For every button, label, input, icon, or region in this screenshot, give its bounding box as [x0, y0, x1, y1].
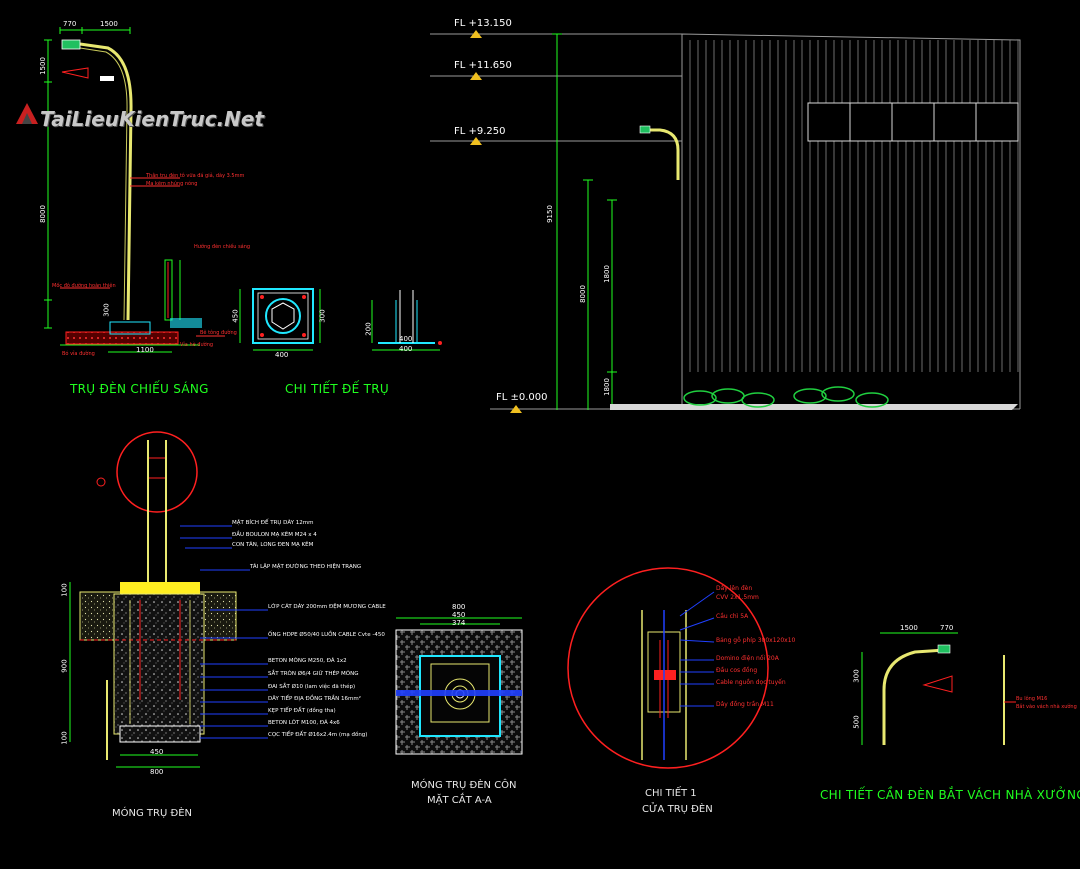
pole-dim-top-1: 770	[63, 20, 77, 28]
section-dim-1: 800	[452, 603, 466, 611]
detail1-note-4: Bảng gỗ phíp 300x120x10	[716, 637, 796, 644]
foundation-dim-3: 100	[60, 731, 69, 745]
title-base-detail: CHI TIẾT ĐẾ TRỤ	[285, 382, 389, 396]
wall-arm-detail	[861, 632, 1016, 745]
wall-arm-dim-3: 300	[852, 669, 861, 683]
title-pole: TRỤ ĐÈN CHIẾU SÁNG	[70, 382, 209, 396]
elev-dim-1: 9150	[545, 205, 554, 223]
foundation-note-8: SẮT TRÒN Ø6/4 GIỮ THÉP MÓNG	[268, 671, 359, 677]
wall-arm-dim-1: 1500	[900, 624, 918, 632]
pole-dim-top-2: 1500	[100, 20, 118, 28]
level-label-3: FL +9.250	[454, 126, 506, 137]
base-dim-4: 450	[231, 309, 240, 323]
foundation-dim-1: 100	[60, 583, 69, 597]
title-section-1: MÓNG TRỤ ĐÈN CÔN	[411, 780, 517, 791]
window-panel	[849, 102, 893, 142]
pole-dim-v-1: 1500	[38, 57, 47, 75]
title-foundation: MÓNG TRỤ ĐÈN	[112, 808, 193, 819]
foundation-note-7: BETON MÓNG M250, ĐÁ 1x2	[268, 658, 347, 664]
elev-dim-3: 1800	[602, 265, 611, 283]
foundation-note-4: TÁI LẬP MẶT ĐƯỜNG THEO HIỆN TRẠNG	[250, 564, 362, 570]
foundation-note-6: ỐNG HDPE Ø50/40 LUỒN CABLE Cvte -450	[268, 632, 385, 638]
foundation-note-13: CỌC TIẾP ĐẤT Ø16x2.4m (mạ đồng)	[268, 732, 368, 738]
base-dim-1: 400	[275, 351, 289, 359]
foundation-note-12: BETON LÓT M100, ĐÁ 4x6	[268, 720, 340, 726]
window-panel	[975, 102, 1019, 142]
pole-note-4: Mốc độ đường hoàn thiện	[52, 283, 116, 289]
pole-elevation	[44, 27, 225, 353]
foundation-note-5: LỚP CÁT DÀY 200mm ĐỆM MƯƠNG CABLE	[268, 604, 386, 610]
section-dim-3: 374	[452, 619, 466, 627]
watermark-logo-icon	[16, 103, 38, 124]
window-panel	[891, 102, 935, 142]
foundation-note-2: ĐẦU BOULON MẠ KẼM M24 x 4	[232, 532, 317, 538]
title-wall-arm: CHI TIẾT CẦN ĐÈN BẮT VÁCH NHÀ XƯỞNG	[820, 788, 1080, 802]
base-side-dim-2: 400	[399, 335, 413, 343]
shrubs	[683, 386, 889, 408]
building-elevation	[430, 30, 1021, 413]
foundation-note-9: ĐAI SẮT Ø10 (lam việc đã thép)	[268, 684, 356, 690]
wall-arm-dim-4: 500	[852, 715, 861, 729]
foundation-dim-4: 450	[150, 748, 164, 756]
detail1-note-2: CVV 2x1.5mm	[716, 594, 759, 601]
elev-dim-2: 8000	[578, 285, 587, 303]
detail1-note-3: Cầu chì 5A	[716, 613, 749, 620]
foundation-note-1: MẶT BÍCH ĐẾ TRỤ DÀY 12mm	[232, 520, 314, 526]
wall-windows	[807, 102, 1019, 142]
watermark-text: TaiLieuKienTruc.Net	[40, 107, 265, 131]
foundation-section-aa	[395, 617, 523, 755]
pole-note-6: Vỉa hè đường	[180, 342, 214, 348]
shrub	[683, 390, 717, 406]
window-panel	[807, 102, 851, 142]
detail1-note-8: Dây đồng trần M11	[716, 701, 774, 708]
foundation-dim-2: 900	[60, 659, 69, 673]
window-panel	[933, 102, 977, 142]
pole-note-3: Hướng đèn chiếu sáng	[194, 244, 251, 250]
detail1-note-1: Dây lên đèn	[716, 585, 753, 592]
pole-dim-v-3: 300	[102, 303, 111, 317]
level-label-2: FL +11.650	[454, 60, 512, 71]
base-plate-side	[371, 290, 442, 351]
detail1-note-7: Cable nguồn dọc tuyến	[716, 679, 786, 686]
pole-note-2: Mạ kẽm nhúng nóng	[146, 181, 198, 187]
foundation-note-10: DÂY TIẾP ĐỊA ĐỒNG TRẦN 16mm²	[268, 696, 361, 702]
corrugated-wall	[689, 40, 1019, 372]
pole-note-7: Bó vỉa đường	[62, 351, 95, 357]
level-label-4: FL ±0.000	[496, 392, 548, 403]
base-plate-plan	[239, 288, 321, 351]
foundation-section	[69, 431, 268, 768]
elev-dim-4: 1800	[602, 378, 611, 396]
base-side-dim-1: 200	[364, 322, 373, 336]
base-dim-2: 400	[399, 345, 413, 353]
wall-arm-note-2: Bắt vào vách nhà xưởng	[1016, 704, 1077, 710]
shrub	[741, 392, 775, 408]
pole-dim-bottom: 1100	[136, 346, 154, 354]
wall-arm-note-1: Bu lông M16	[1016, 696, 1048, 702]
shrub	[855, 392, 889, 408]
section-dim-2: 450	[452, 611, 466, 619]
wall-arm-dim-2: 770	[940, 624, 954, 632]
detail1-note-6: Đầu cos đồng	[716, 667, 758, 674]
title-detail1-1: CHI TIẾT 1	[645, 788, 697, 799]
shrub	[793, 388, 827, 404]
detail1-note-5: Domino điện nối 20A	[716, 655, 779, 662]
pole-note-5: Bê tông đường	[200, 330, 237, 336]
title-detail1-2: CỬA TRỤ ĐÈN	[642, 804, 713, 815]
foundation-note-3: CON TÁN, LONG ĐEN MẠ KẼM	[232, 542, 314, 548]
pole-note-1: Thân trụ đèn tô vữa đá giả, dày 3.5mm	[146, 173, 245, 179]
foundation-note-11: KẸP TIẾP ĐẤT (đồng tha)	[268, 708, 336, 714]
detail-1	[567, 567, 769, 769]
pole-dim-v-2: 8000	[38, 205, 47, 223]
shrub	[711, 388, 745, 404]
foundation-dim-5: 800	[150, 768, 164, 776]
title-section-2: MẶT CẮT A-A	[427, 795, 492, 806]
level-label-1: FL +13.150	[454, 18, 512, 29]
shrub	[821, 386, 855, 402]
base-dim-3: 300	[318, 309, 327, 323]
